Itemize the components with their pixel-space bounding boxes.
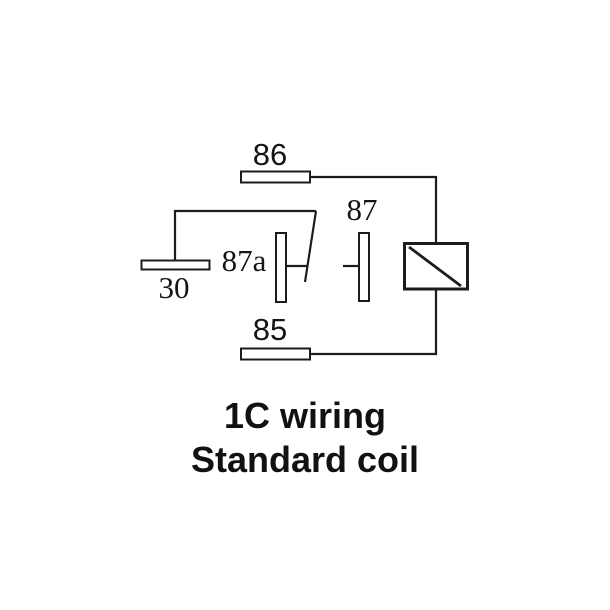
coil-symbol bbox=[403, 242, 469, 291]
caption-line-coil-type: Standard coil bbox=[190, 439, 420, 480]
label-terminal-87: 87 bbox=[347, 192, 378, 227]
terminal-label-group: 86 85 30 87a 87 bbox=[159, 137, 378, 347]
terminal-bar-87 bbox=[358, 232, 370, 302]
wire-coil-to-85 bbox=[309, 286, 438, 356]
wire-group bbox=[173, 175, 438, 356]
label-terminal-85: 85 bbox=[253, 312, 287, 347]
label-terminal-30: 30 bbox=[159, 270, 190, 305]
terminal-bar-85 bbox=[240, 347, 311, 361]
label-terminal-87a: 87a bbox=[222, 243, 267, 278]
wire-30-to-switch bbox=[173, 209, 316, 261]
terminal-bar-86 bbox=[240, 170, 311, 184]
caption-line-wiring-type: 1C wiring bbox=[223, 395, 387, 436]
coil-diagonal-line bbox=[408, 245, 462, 288]
diagram-caption: 1C wiring Standard coil bbox=[0, 394, 610, 482]
switch-arm bbox=[303, 210, 318, 283]
terminal-bar-group bbox=[140, 170, 370, 361]
terminal-bar-30 bbox=[140, 259, 211, 271]
label-terminal-86: 86 bbox=[253, 137, 287, 172]
wire-86-to-coil bbox=[309, 175, 438, 246]
terminal-bar-87a bbox=[275, 232, 287, 303]
